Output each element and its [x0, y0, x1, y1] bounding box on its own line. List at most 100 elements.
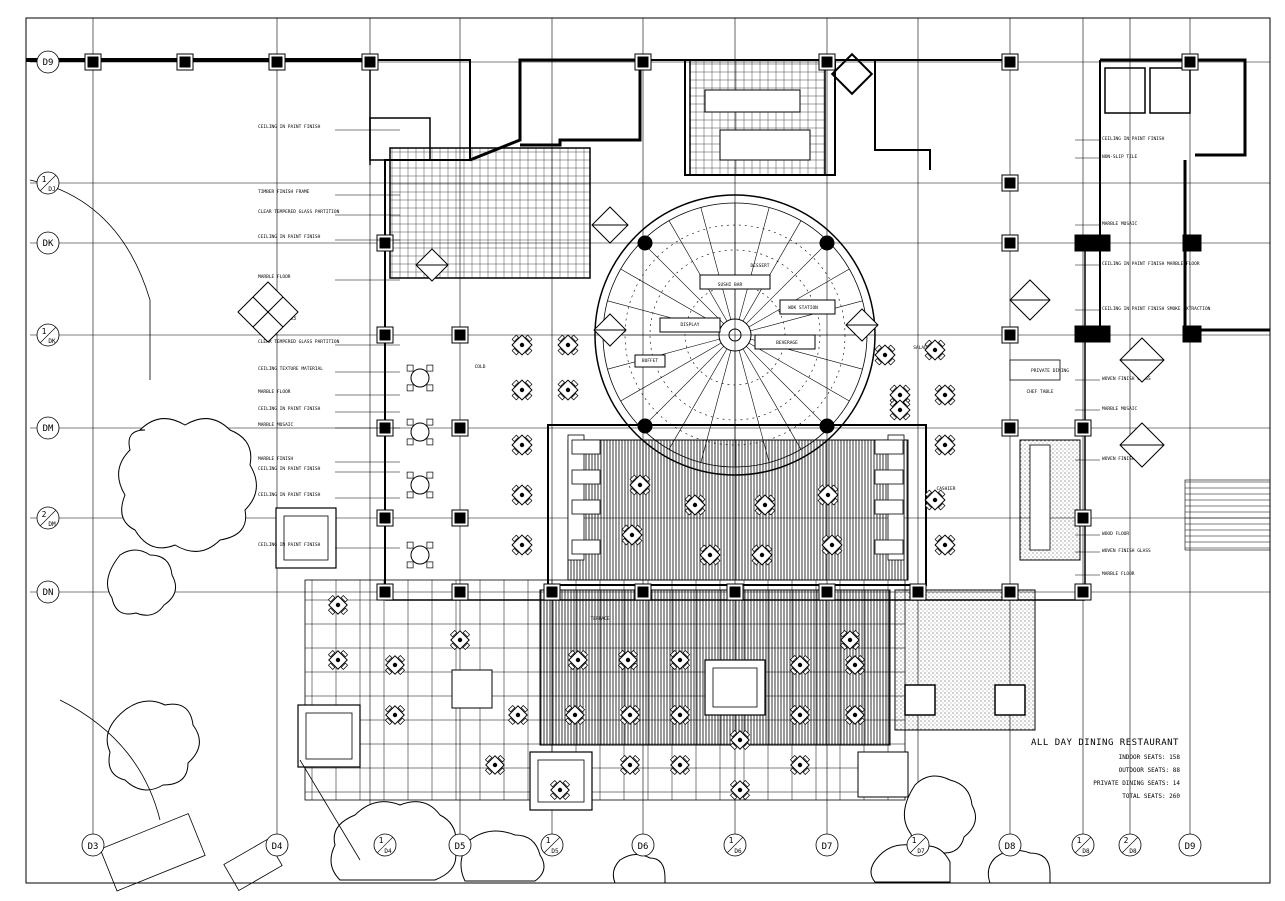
grid-bubble: D9: [1178, 833, 1202, 857]
callout-note: CEILING IN PAINT FINISH: [258, 466, 400, 473]
table-4-seat: [729, 729, 751, 751]
rotunda-spoke: [641, 241, 724, 324]
rotunda-ring: [649, 249, 821, 421]
table-4-seat: [629, 474, 651, 496]
grid-bubble-label: D8: [1129, 848, 1137, 855]
rotunda-spoke: [668, 348, 728, 450]
seating-summary: ALL DAY DINING RESTAURANT INDOOR SEATS: …: [1030, 738, 1180, 800]
table-4-seat: [564, 704, 586, 726]
column: [543, 583, 561, 601]
room-label: CASHIER: [937, 486, 956, 492]
table-4-seat: [669, 649, 691, 671]
rotunda-spoke: [607, 338, 720, 370]
room-label: TERRACE: [591, 616, 610, 622]
grid-bubble: D5: [448, 833, 472, 857]
table-round: [406, 471, 434, 499]
grid-bubble-label: D5: [455, 842, 466, 852]
callout-text: WOVEN FINISH GLASS: [1102, 376, 1151, 382]
grid-bubble: DN: [36, 580, 60, 604]
room-label: BUFFET: [642, 358, 659, 364]
callout-note: TIMBER FINISH FRAME: [258, 189, 400, 196]
table-4-seat: [384, 704, 406, 726]
grid-bubble-label: DM: [43, 424, 54, 434]
callout-note: CEILING IN PAINT FINISH: [258, 234, 400, 241]
rotunda-spoke: [748, 342, 850, 402]
column: [376, 509, 394, 527]
column: [818, 583, 836, 601]
table-4-seat: [619, 704, 641, 726]
total-seats: TOTAL SEATS: 260: [1122, 793, 1180, 800]
table-4-seat: [684, 494, 706, 516]
column: [376, 583, 394, 601]
callout-note: MARBLE MOSAIC: [258, 422, 400, 429]
annotations: CEILING IN PAINT FINISH TIMBER FINISH FRA…: [249, 124, 1211, 622]
table-4-seat: [619, 754, 641, 776]
rotunda-spoke: [700, 207, 732, 320]
table-4-seat: [754, 494, 776, 516]
callout-text: CEILING IN PAINT FINISH MARBLE FLOOR: [1102, 261, 1200, 267]
table-4-seat: [549, 779, 571, 801]
callout-text: CEILING TEXTURE MATERIAL: [258, 366, 323, 372]
column: [268, 53, 286, 71]
grid-bubble-label: 1: [546, 836, 551, 845]
table-4-seat: [557, 334, 579, 356]
callout-note: MARBLE MOSAIC: [1075, 221, 1138, 227]
callout-note: CEILING TEXTURE MATERIAL: [258, 366, 400, 373]
rotunda-spoke: [746, 241, 829, 324]
callout-text: WOOD FLOOR: [1102, 531, 1129, 537]
columns: [84, 53, 1199, 601]
table-4-seat: [821, 534, 843, 556]
callout-note: MARBLE FINISH: [258, 456, 400, 463]
callout-text: CEILING IN PAINT FINISH: [258, 466, 321, 472]
callout-note: CEILING IN PAINT FINISH SMOKE EXTRACTION: [1075, 306, 1211, 312]
table-4-seat: [934, 384, 956, 406]
landscape-trees: [106, 418, 1051, 884]
column: [1001, 53, 1019, 71]
grid-bubble: D4: [265, 833, 289, 857]
room-label: SALAD: [913, 345, 927, 351]
grid-bubble: D7: [815, 833, 839, 857]
callout-note: NON-SLIP TILE: [1075, 154, 1138, 160]
grid-bubble: 1D4: [373, 833, 397, 857]
grid-bubble-label: 1: [1077, 836, 1082, 845]
grid-bubble-label: D6: [734, 848, 742, 855]
room-label: DESSERT: [751, 263, 770, 269]
table-4-seat: [511, 434, 533, 456]
booth-seating: [567, 359, 1061, 561]
grid-bubble: DK: [36, 231, 60, 255]
column: [1001, 174, 1019, 192]
grid-bubble-label: 1: [729, 836, 734, 845]
grid-bubble: 2D8: [1118, 833, 1142, 857]
column: [376, 234, 394, 252]
column: [451, 419, 469, 437]
rotunda-spoke: [746, 346, 829, 429]
central-rotunda: [594, 194, 876, 476]
table-4-seat: [507, 704, 529, 726]
table-4-seat: [934, 434, 956, 456]
grid-bubble-label: DN: [43, 588, 54, 598]
rotunda-spoke: [668, 220, 728, 322]
callout-note: MARBLE FLOOR: [258, 274, 400, 281]
grid-bubble-label: 2: [42, 510, 47, 519]
rotunda-spoke: [641, 346, 724, 429]
grid-bubble-label: 1: [912, 836, 917, 845]
column: [634, 583, 652, 601]
rotunda-spoke: [620, 342, 722, 402]
table-4-seat: [621, 524, 643, 546]
dining-tables: [327, 334, 956, 801]
callout-note: CEILING IN PAINT FINISH: [258, 542, 400, 549]
callout-text: CEILING IN PAINT FINISH: [258, 542, 321, 548]
grid-bubble-label: D9: [1185, 842, 1196, 852]
grid-bubble: 1DJ: [36, 171, 60, 195]
table-4-seat: [669, 704, 691, 726]
table-4-seat: [817, 484, 839, 506]
callout-text: NON-SLIP TILE: [1102, 154, 1138, 160]
column: [1181, 53, 1199, 71]
room-label: WOK STATION: [788, 305, 818, 311]
callout-text: MARBLE FLOOR: [1102, 571, 1135, 577]
table-4-seat: [327, 594, 349, 616]
callout-text: CLEAR TEMPERED GLASS PARTITION: [258, 339, 340, 345]
callout-note: WOVEN FINISH GLASS: [1075, 376, 1151, 382]
